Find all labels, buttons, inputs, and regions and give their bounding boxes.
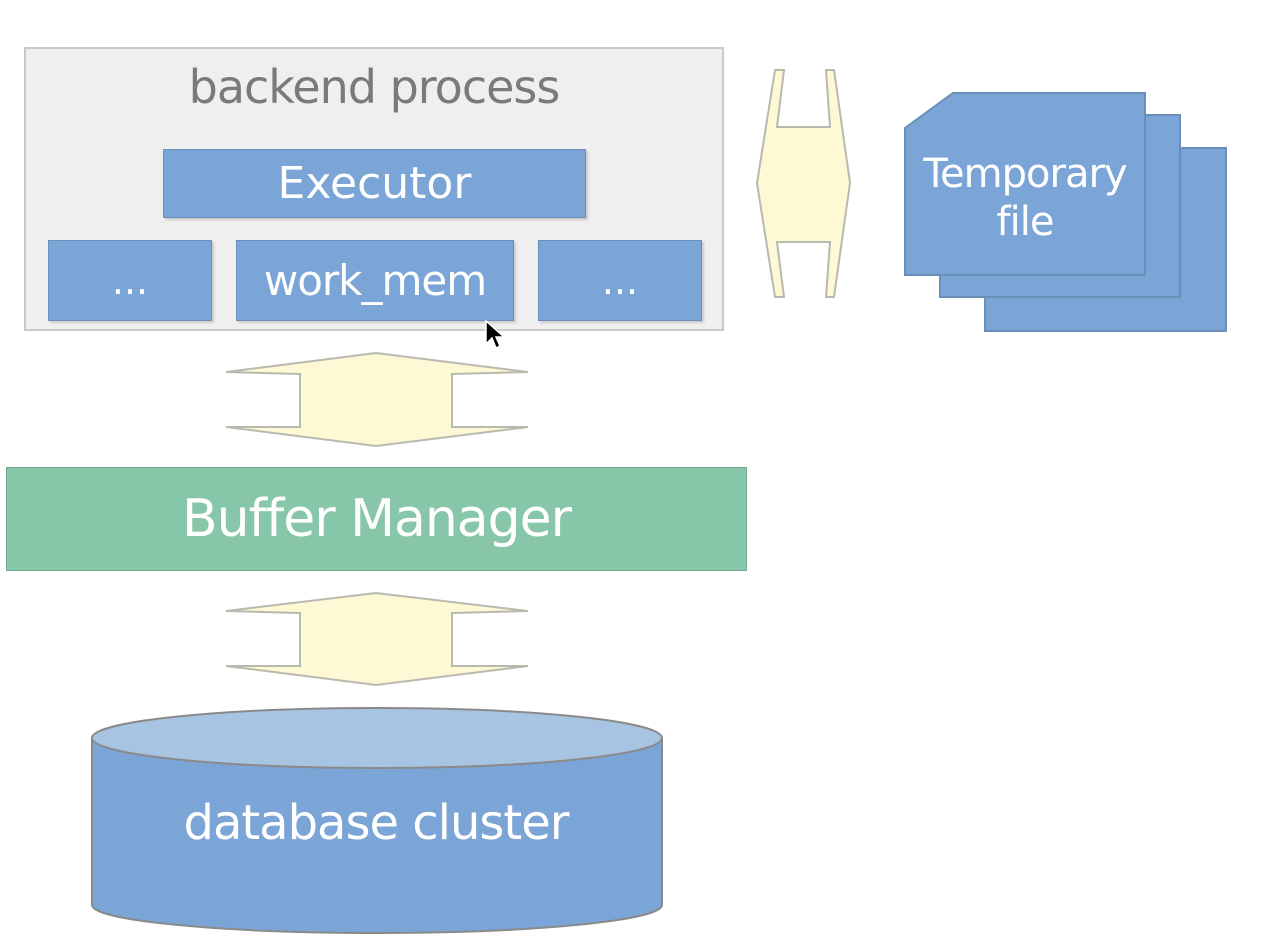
database-cylinder-body <box>91 737 663 934</box>
work-mem-box: work_mem <box>236 240 514 321</box>
temp-file-sheet-front <box>904 92 1146 276</box>
database-cluster-label: database cluster <box>183 795 569 851</box>
ellipsis-box-right: ... <box>538 240 702 321</box>
temporary-file-label: Temporary file <box>905 150 1145 246</box>
temporary-file-label-line2: file <box>996 199 1055 245</box>
temporary-file-stack <box>904 92 1227 332</box>
database-cylinder <box>91 707 663 934</box>
buffer-manager-label: Buffer Manager <box>181 489 572 549</box>
executor-box: Executor <box>163 149 586 218</box>
ellipsis-left-label: ... <box>111 258 149 303</box>
work-mem-label: work_mem <box>263 256 487 305</box>
ellipsis-box-left: ... <box>48 240 212 321</box>
temporary-file-label-line1: Temporary <box>923 151 1127 197</box>
buffer-manager-box: Buffer Manager <box>6 467 747 571</box>
database-cylinder-top <box>91 707 663 769</box>
backend-process-title: backend process <box>188 60 561 114</box>
double-arrow-buffer-database <box>225 591 529 687</box>
double-arrow-backend-tempfile <box>755 69 852 298</box>
double-arrow-backend-buffer <box>225 351 529 448</box>
executor-label: Executor <box>277 158 472 209</box>
cursor-arrow-icon <box>485 320 505 350</box>
ellipsis-right-label: ... <box>601 258 639 303</box>
